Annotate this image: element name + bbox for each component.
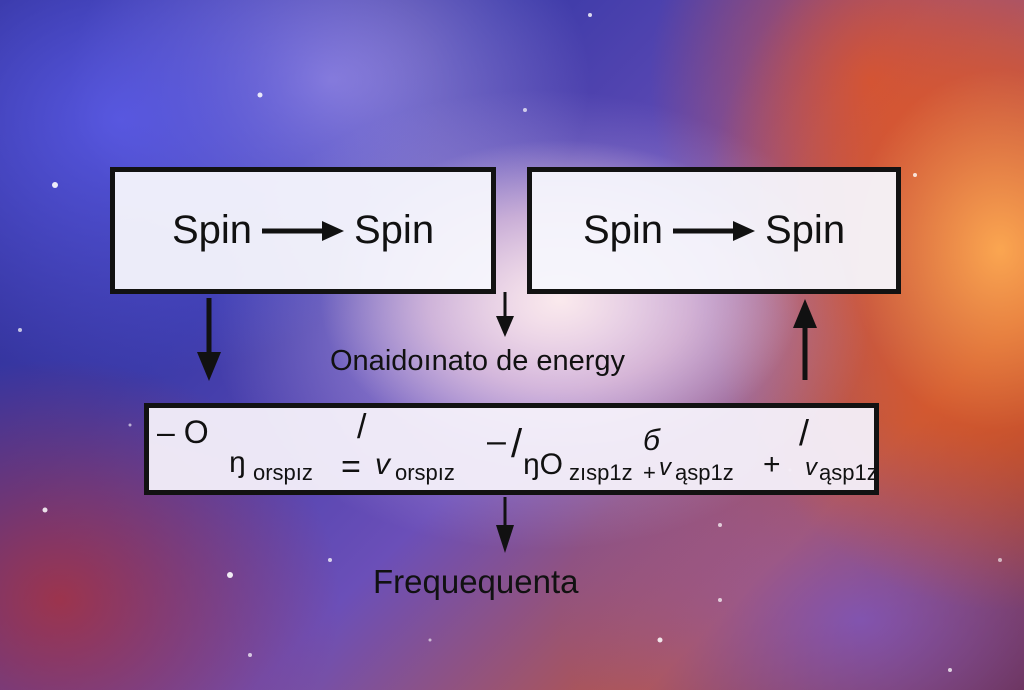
spin-from-label: Spin (171, 208, 252, 252)
up-arrow-icon (793, 299, 817, 380)
spin-box-left: Spin Spin (110, 167, 496, 294)
eq-subscript: ąsp1z (819, 460, 878, 485)
eq-subscript: ąsp1z (675, 460, 734, 485)
eq-symbol: v (659, 454, 671, 481)
eq-minus: – (487, 422, 506, 460)
eq-fraction-slash: / (357, 408, 367, 446)
eq-plus: + (763, 448, 781, 481)
energy-label: Onaidoınato de energy (330, 345, 626, 377)
eq-equals: = (341, 448, 361, 486)
spin-to-label: Spin (765, 208, 846, 252)
eq-plus: + (643, 460, 656, 485)
down-arrow-icon (496, 497, 514, 553)
eq-symbol: б (643, 424, 660, 457)
frequency-label: Frequequenta (373, 563, 579, 600)
eq-fraction-slash: / (511, 422, 523, 466)
eq-subscript: zısp1z (569, 460, 633, 485)
spin-box-right: Spin Spin (527, 167, 901, 294)
eq-subscript: orspız (253, 460, 313, 485)
eq-subscript: orspız (395, 460, 455, 485)
eq-symbol: ŋO (523, 448, 564, 481)
right-arrow-icon (262, 220, 344, 241)
eq-symbol: v (805, 454, 817, 481)
spin-to-label: Spin (354, 208, 435, 252)
eq-symbol: v (375, 448, 390, 481)
eq-leading-term: – O (157, 414, 209, 450)
spin-from-label: Spin (582, 208, 663, 252)
eq-symbol: ŋ (229, 446, 246, 479)
eq-fraction-slash: / (799, 412, 810, 453)
down-arrow-icon (496, 292, 514, 337)
right-arrow-icon (673, 220, 755, 241)
down-arrow-icon (197, 298, 221, 381)
equation-box: – O ŋ orspız / = v orspız – / ŋO zısp1z … (144, 403, 879, 495)
